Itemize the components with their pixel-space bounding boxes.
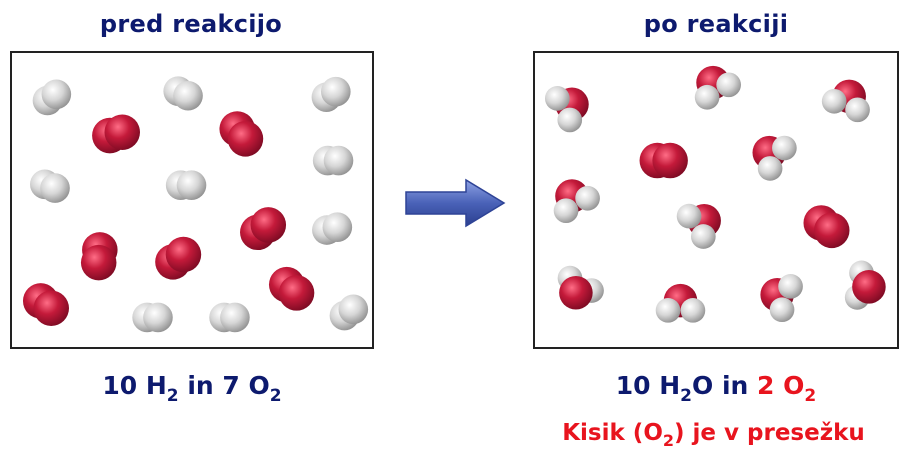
formula-joiner: in 7 O [178, 371, 270, 400]
hydrogen-atom [321, 76, 351, 107]
hydrogen-atom [778, 274, 803, 299]
hydrogen-molecule [163, 76, 203, 111]
hydrogen-atom [757, 156, 783, 181]
hydrogen-count: 10 H [102, 371, 167, 400]
oxygen-molecule [240, 207, 287, 251]
after-reaction-molecules [544, 65, 886, 323]
excess-oxygen-count: 2 O [757, 371, 805, 400]
hydrogen-atom [553, 198, 579, 224]
hydrogen-atom [544, 86, 570, 111]
hydrogen-molecule [30, 169, 70, 203]
hydrogen-atom [176, 170, 207, 200]
note-head: Kisik (O [562, 420, 663, 446]
hydrogen-atom [143, 302, 173, 333]
excess-oxygen-note: Kisik (O2) je v presežku [520, 420, 907, 450]
water-molecule [544, 86, 589, 133]
oxygen-atom [652, 142, 688, 179]
oxygen-atom [250, 207, 287, 243]
hydrogen-atom [173, 80, 203, 111]
water-molecule [760, 274, 803, 323]
oxygen-atom [278, 275, 315, 311]
oxygen-atom [104, 114, 140, 150]
hydrogen-molecule [312, 212, 353, 245]
oxygen-molecule [803, 205, 850, 249]
hydrogen-subscript: 2 [166, 386, 179, 406]
oxygen-molecule [155, 236, 202, 280]
oxygen-atom [852, 270, 886, 304]
water-count: 10 H [615, 371, 681, 400]
oxygen-molecule [92, 114, 140, 154]
oxygen-molecule [22, 283, 69, 327]
water-molecule [752, 135, 797, 181]
water-molecule [844, 260, 886, 310]
note-tail: ) je v presežku [674, 420, 865, 446]
oxygen-molecule [80, 232, 118, 281]
hydrogen-atom [769, 297, 795, 323]
hydrogen-atom [322, 212, 353, 243]
oxygen-molecule [639, 142, 688, 179]
water-molecule [676, 203, 721, 249]
hydrogen-atom [691, 224, 716, 249]
hydrogen-atom [40, 173, 70, 203]
excess-oxygen-subscript: 2 [804, 386, 817, 406]
hydrogen-atom [676, 203, 702, 229]
after-reaction-container [533, 51, 899, 349]
oxygen-molecule [268, 266, 315, 311]
hydrogen-atom [338, 294, 369, 325]
hydrogen-atom [220, 302, 250, 333]
hydrogen-molecule [32, 79, 72, 116]
hydrogen-atom [821, 88, 847, 114]
note-subscript: 2 [662, 431, 675, 450]
after-reaction-formula: 10 H2O in 2 O2 [533, 371, 899, 406]
hydrogen-atom [680, 298, 706, 323]
oxygen-atom [33, 290, 69, 327]
hydrogen-molecule [329, 294, 369, 331]
hydrogen-atom [323, 145, 354, 176]
water-tail: O in [692, 371, 758, 400]
reaction-arrow-icon [405, 178, 506, 228]
hydrogen-molecule [132, 302, 173, 333]
hydrogen-molecule [312, 145, 354, 176]
water-subscript: 2 [680, 386, 693, 406]
hydrogen-molecule [165, 170, 207, 200]
hydrogen-molecule [311, 76, 351, 112]
water-molecule [655, 283, 706, 323]
hydrogen-atom [716, 72, 742, 98]
hydrogen-atom [694, 84, 720, 110]
hydrogen-atom [41, 79, 72, 110]
hydrogen-atom [655, 298, 681, 323]
hydrogen-atom [845, 97, 870, 123]
oxygen-atom [559, 275, 593, 310]
oxygen-atom [227, 121, 264, 157]
after-reaction-title: po reakciji [643, 10, 789, 38]
hydrogen-molecule [209, 302, 250, 333]
hydrogen-atom [772, 135, 797, 161]
water-molecule [694, 65, 742, 110]
oxygen-molecule [219, 111, 264, 157]
oxygen-subscript: 2 [269, 386, 282, 406]
oxygen-atom [80, 244, 117, 281]
water-molecule [821, 79, 870, 123]
water-molecule [553, 179, 600, 224]
oxygen-atom [165, 236, 202, 273]
hydrogen-atom [557, 107, 583, 133]
before-reaction-title: pred reakcijo [99, 10, 283, 38]
before-reaction-container [10, 51, 374, 349]
before-reaction-molecules [22, 76, 369, 333]
water-molecule [557, 265, 604, 310]
oxygen-atom [813, 212, 850, 249]
hydrogen-atom [575, 185, 600, 211]
before-reaction-formula: 10 H2 in 7 O2 [10, 371, 374, 406]
